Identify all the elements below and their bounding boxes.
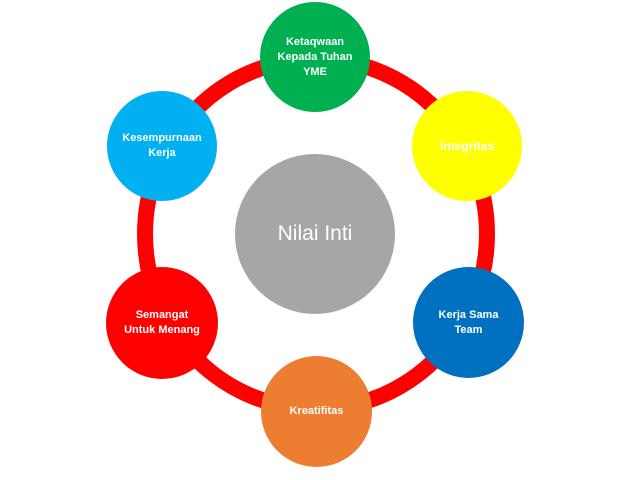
node-ketaqwaan: Ketaqwaan Kepada Tuhan YME (260, 2, 370, 112)
node-integritas: Integritas (412, 91, 522, 201)
node-semangat-untuk-menang: Semangat Untuk Menang (106, 267, 218, 379)
center-node-nilai-inti: Nilai Inti (235, 154, 395, 314)
node-kreatifitas: Kreatifitas (261, 356, 372, 467)
node-kerja-sama-team: Kerja Sama Team (413, 267, 524, 378)
node-kesempurnaan-kerja: Kesempurnaan Kerja (107, 91, 217, 201)
